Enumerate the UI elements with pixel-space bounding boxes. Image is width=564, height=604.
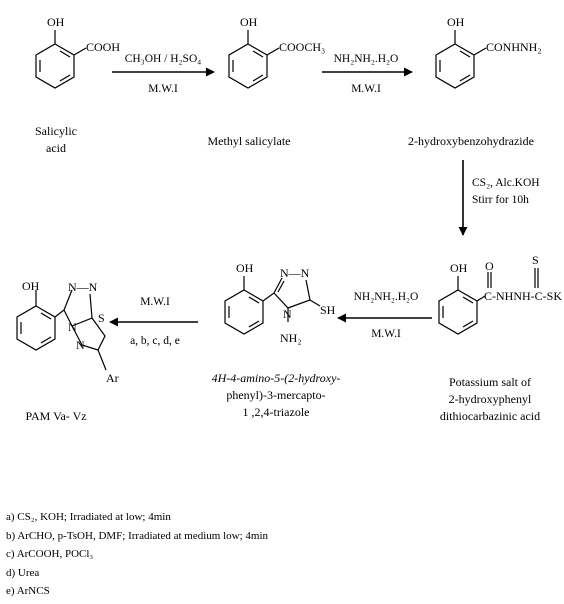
dithiocarbazinate-chain: C-NHNH-C-SK — [484, 289, 562, 303]
compound-name-line: 2-hydroxybenzohydrazide — [408, 134, 534, 148]
note-d: d) Urea — [6, 566, 40, 579]
oh-group: OH — [447, 15, 465, 29]
triazole-n4: N — [283, 307, 292, 321]
conhnh2-group: CONHNH₂ — [486, 40, 542, 54]
compound-potassium-salt: OH O S C-NHNH-C-SK Potassium salt of 2-h… — [438, 253, 562, 423]
oh-group: OH — [240, 15, 258, 29]
arrow-condition-above: CH₃OH / H₂SO₄ — [125, 53, 202, 65]
benzene-ring — [438, 289, 478, 335]
cooh-group: COOH — [86, 40, 120, 54]
note-e: e) ArNCS — [6, 585, 50, 598]
sh-group: SH — [320, 303, 336, 317]
reaction-arrow-4: NH₂NH₂.H₂O M.W.I — [337, 291, 432, 340]
benzene-ring — [35, 43, 75, 89]
compound-name-line: PAM Va- Vz — [25, 409, 86, 423]
reaction-arrow-5: M.W.I a, b, c, d, e — [109, 296, 198, 347]
benzene-ring — [228, 43, 268, 89]
benzene-ring — [16, 305, 56, 351]
compound-name-line: phenyl)-3-mercapto- — [226, 388, 325, 402]
arrow-condition-line: CS₂, Alc.KOH — [472, 177, 540, 189]
note-a: a) CS₂, KOH; Irradiated at low; 4min — [6, 511, 171, 523]
oh-group: OH — [22, 279, 40, 293]
reaction-scheme: OH COOH Salicylic acid CH₃OH / H₂SO₄ M.W… — [16, 15, 562, 423]
oh-group: OH — [47, 15, 65, 29]
arrow-condition-below: M.W.I — [351, 83, 381, 95]
thiadiazole-s: S — [98, 311, 105, 325]
triazole-n-n: N—N — [280, 266, 310, 280]
bridge-n: N — [68, 320, 77, 334]
compound-hydrazide: OH CONHNH₂ 2-hydroxybenzohydrazide — [408, 15, 542, 148]
compound-name-line: 4H-4-amino-5-(2-hydroxy- — [212, 371, 341, 385]
compound-name-line: 2-hydroxyphenyl — [449, 392, 532, 406]
reaction-arrow-2: NH₂NH₂.H₂O M.W.I — [322, 53, 413, 95]
compound-pam: OH N—N N N S Ar PAM Va- Vz — [16, 279, 119, 423]
nh2-group: NH₂ — [280, 331, 302, 345]
oh-group: OH — [236, 261, 254, 275]
benzene-ring — [435, 43, 475, 89]
compound-triazole: OH N—N SH N NH₂ 4H-4-amino-5-(2-hydroxy-… — [212, 261, 341, 419]
benzene-ring — [224, 289, 264, 335]
note-c: c) ArCOOH, POCl₃ — [6, 548, 94, 561]
thione-sulfur: S — [532, 253, 539, 267]
compound-name-line: acid — [46, 141, 66, 155]
arrow-condition-above: M.W.I — [140, 296, 170, 308]
oh-group: OH — [450, 261, 468, 275]
compound-name-line: Potassium salt of — [449, 375, 531, 389]
arrow-condition-below: a, b, c, d, e — [130, 335, 180, 347]
cooch3-group: COOCH₃ — [279, 40, 325, 54]
arrow-condition-line: Stirr for 10h — [472, 194, 529, 206]
arrow-condition-below: M.W.I — [371, 328, 401, 340]
arrow-condition-below: M.W.I — [148, 83, 178, 95]
arrow-condition-above: NH₂NH₂.H₂O — [334, 53, 399, 65]
compound-methyl-salicylate: OH COOCH₃ Methyl salicylate — [208, 15, 326, 148]
compound-name-line: dithiocarbazinic acid — [440, 409, 540, 423]
thiadiazole-n: N — [76, 338, 85, 352]
carbonyl-oxygen: O — [485, 259, 494, 273]
compound-name-line: Salicylic — [35, 124, 77, 138]
aryl-group: Ar — [106, 371, 119, 385]
compound-name-line: Methyl salicylate — [208, 134, 291, 148]
compound-name-line: 1 ,2,4-triazole — [243, 405, 310, 419]
triazole-n-n: N—N — [68, 280, 98, 294]
arrow-condition-above: NH₂NH₂.H₂O — [354, 291, 419, 303]
note-b: b) ArCHO, p-TsOH, DMF; Irradiated at med… — [6, 529, 268, 542]
compound-salicylic-acid: OH COOH Salicylic acid — [35, 15, 120, 155]
reagent-notes: a) CS₂, KOH; Irradiated at low; 4min b) … — [6, 508, 268, 601]
reaction-arrow-3: CS₂, Alc.KOH Stirr for 10h — [458, 160, 540, 236]
reaction-arrow-1: CH₃OH / H₂SO₄ M.W.I — [112, 53, 215, 95]
